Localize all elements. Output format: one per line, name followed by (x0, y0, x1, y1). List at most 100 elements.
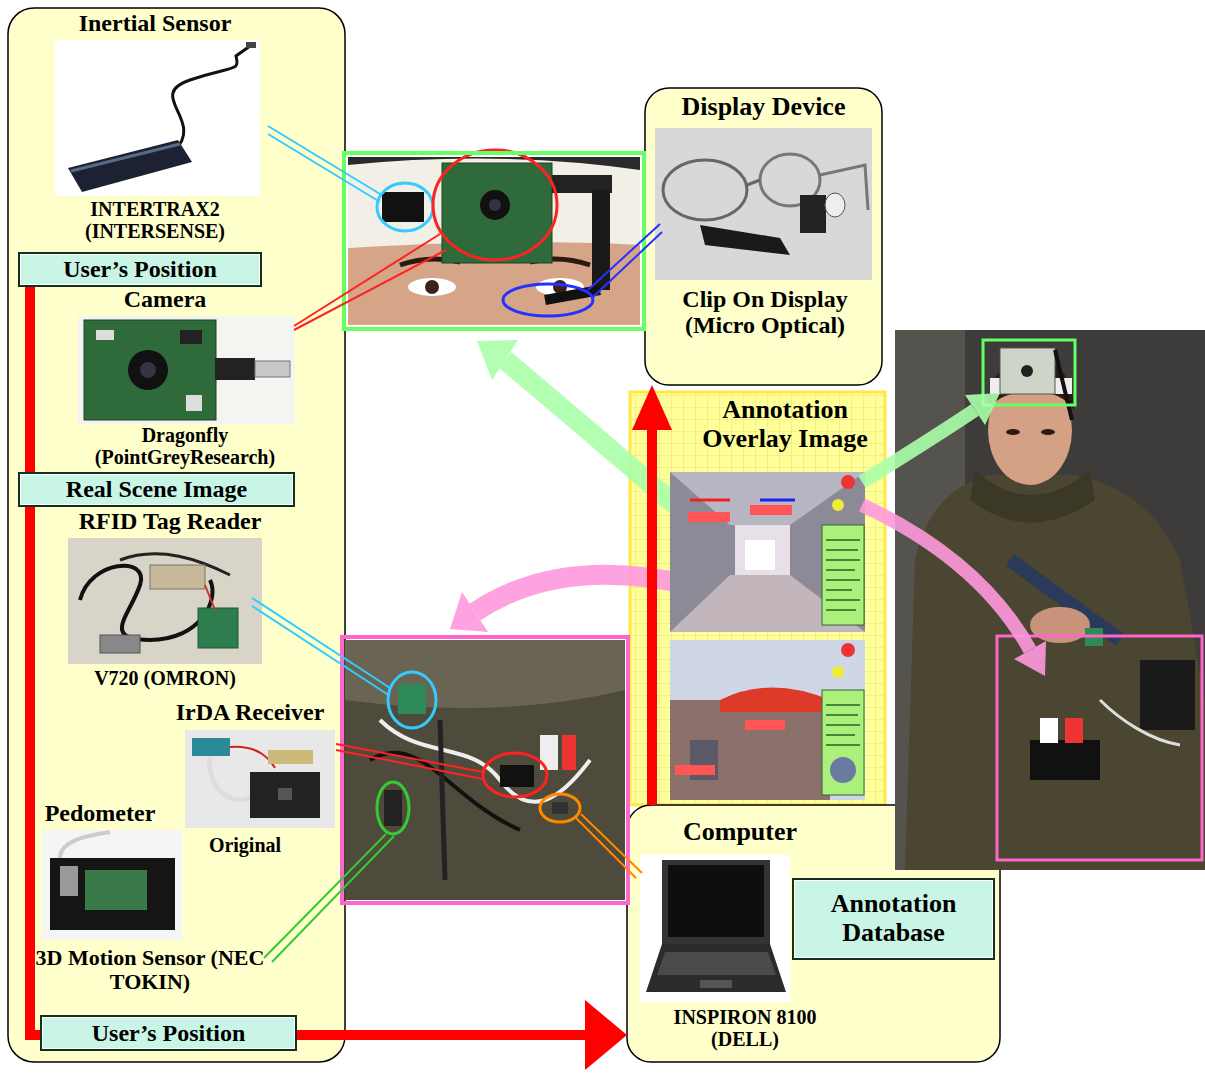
irda-receiver-photo (250, 772, 320, 818)
flow-curve (965, 393, 1000, 425)
data-tag: Real Scene Image (18, 472, 295, 507)
wearable-bag-photo (483, 753, 547, 797)
overlay-screenshot (675, 765, 715, 775)
part-heading: IrDA Receiver (160, 699, 340, 725)
overlay-screenshot (690, 499, 730, 502)
user-photo (1055, 350, 1072, 420)
camera-photo (78, 316, 295, 424)
user-photo (1065, 718, 1083, 743)
clip-on-display-photo (825, 193, 845, 217)
clip-on-display-photo (655, 128, 872, 280)
leader-line (252, 598, 390, 696)
wearable-bag-photo (398, 684, 426, 714)
pedometer-photo (60, 866, 78, 896)
user-photo (1000, 348, 1055, 394)
overlay-screenshot (735, 525, 790, 575)
rfid-reader-photo (100, 635, 140, 653)
user-photo (895, 330, 1205, 870)
box-label: User’s Position (63, 256, 217, 282)
overlay-screenshot (841, 643, 855, 657)
head-mounted-photo (480, 190, 510, 220)
part-heading: Annotation Overlay Image (690, 396, 880, 453)
wearable-bag-photo (562, 735, 576, 770)
head-mounted-photo (489, 199, 501, 211)
rfid-reader-photo (198, 608, 238, 648)
camera-photo (180, 330, 202, 344)
pedometer-photo (85, 870, 147, 910)
camera-photo (96, 330, 114, 340)
box-label: Real Scene Image (66, 476, 247, 502)
inertial-sensor-photo (68, 140, 192, 192)
overlay-screenshot (688, 512, 730, 522)
head-mounted-photo (408, 278, 456, 296)
overlay-screenshot (826, 540, 860, 610)
laptop-photo (668, 865, 764, 937)
user-photo (1021, 365, 1033, 377)
model-name: 3D Motion Sensor (NEC TOKIN) (30, 946, 270, 994)
wearable-bag-photo (384, 790, 402, 826)
leader-line (264, 834, 394, 962)
pedometer-photo (42, 830, 182, 940)
clip-on-display-photo (663, 160, 747, 220)
part-heading: Computer (650, 818, 830, 847)
box-label: Annotation Database (801, 890, 986, 947)
part-heading: Pedometer (25, 800, 175, 826)
overlay-screenshot (826, 705, 860, 745)
overlay-screenshot (720, 688, 830, 713)
wearable-bag-photo (345, 640, 625, 900)
model-name: INSPIRON 8100 (DELL) (650, 1006, 840, 1050)
overlay-screenshot (822, 690, 864, 795)
panel-outline (630, 392, 885, 805)
laptop-photo (662, 860, 770, 944)
model-name: Dragonfly (PointGreyResearch) (60, 424, 310, 468)
rfid-reader-photo (205, 585, 215, 610)
user-photo (905, 475, 1205, 870)
user-photo (1041, 429, 1055, 435)
head-mounted-photo (382, 192, 424, 222)
laptop-photo (640, 855, 790, 1002)
data-tag: User’s Position (40, 1015, 297, 1051)
panel-outline (8, 8, 345, 1062)
leader-line (588, 224, 662, 298)
model-name: Original (190, 834, 300, 856)
head-mounted-photo (433, 150, 557, 260)
camera-photo (255, 361, 290, 377)
hardware-panel: User’s PositionReal Scene ImageUser’s Po… (8, 8, 345, 1062)
user-photo (1006, 429, 1020, 435)
head-mounted-photo (425, 280, 439, 294)
head-mounted-photo (348, 157, 640, 325)
arrow-head (632, 385, 672, 430)
rfid-reader-photo (80, 566, 213, 640)
part-heading: Camera (90, 286, 240, 312)
flow-curve (862, 393, 1046, 676)
user-photo (1030, 607, 1090, 643)
wearable-bag-photo (342, 637, 628, 903)
leader-line (294, 234, 446, 330)
clip-on-display-photo (700, 225, 790, 255)
overlay-screenshot (832, 666, 844, 678)
computer-panel: Annotation Database ComputerINSPIRON 8100… (627, 805, 1000, 1062)
overlay-screenshot (750, 505, 792, 515)
clip-on-display-photo (655, 128, 872, 280)
flow-curve (475, 575, 690, 612)
clip-on-display-photo (747, 180, 760, 185)
head-mounted-photo (377, 183, 433, 231)
part-heading: Inertial Sensor (30, 10, 280, 36)
head-mounted-photo (592, 190, 610, 290)
data-tag: User’s Position (18, 252, 262, 287)
wearable-bag-photo (440, 720, 445, 880)
flow-curve (862, 410, 975, 482)
camera-photo (215, 358, 255, 380)
flow-arrow (632, 385, 672, 805)
leader-line (576, 814, 642, 878)
overlay-screenshot (745, 720, 785, 730)
overlay-screenshot (670, 472, 865, 525)
laptop-photo (646, 944, 786, 992)
inertial-sensor-photo (55, 40, 260, 196)
arrow-shaft (647, 428, 657, 805)
leader-line (268, 126, 380, 202)
model-name: INTERTRAX2 (INTERSENSE) (55, 198, 255, 242)
irda-receiver-photo (192, 738, 230, 756)
wearable-bag-photo (540, 794, 580, 822)
